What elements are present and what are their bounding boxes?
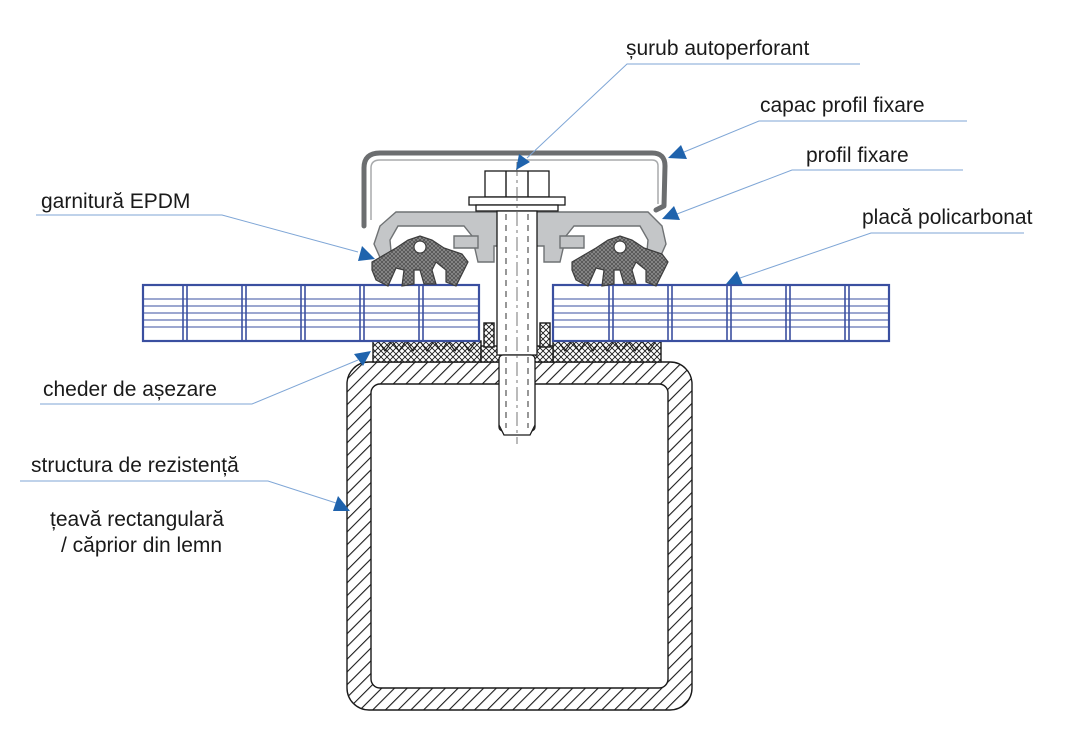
label-cap-profile: capac profil fixare	[760, 94, 925, 117]
cap-profile	[361, 150, 668, 229]
label-structure-title: structura de rezistență	[31, 454, 239, 477]
polycarbonate-sheet-right	[551, 283, 891, 343]
epdm-gasket-right	[571, 235, 669, 287]
rectangular-tube	[346, 361, 693, 711]
self-drilling-screw	[468, 162, 566, 444]
label-seating-gasket: cheder de așezare	[43, 378, 217, 401]
leader-cap-profile	[668, 120, 967, 159]
label-polycarbonate-sheet: placă policarbonat	[862, 206, 1033, 229]
leader-screw	[516, 63, 860, 170]
seating-gasket-left	[372, 340, 482, 363]
polycarbonate-sheet-left	[141, 283, 481, 343]
label-epdm-gasket: garnitură EPDM	[41, 190, 190, 213]
leader-fixing-profile	[662, 169, 963, 220]
leader-epdm-gasket	[36, 214, 375, 261]
label-structure-rafter: / căprior din lemn	[61, 534, 222, 557]
leader-polycarbonate-sheet	[726, 232, 1024, 285]
label-fixing-profile: profil fixare	[806, 144, 909, 167]
leader-seating-gasket	[40, 351, 371, 405]
label-screw: șurub autoperforant	[626, 37, 809, 60]
leader-structure	[20, 480, 350, 511]
label-structure-tube: țeavă rectangulară	[50, 508, 224, 531]
epdm-gasket-left	[371, 235, 469, 287]
seating-gasket-right	[552, 340, 662, 363]
